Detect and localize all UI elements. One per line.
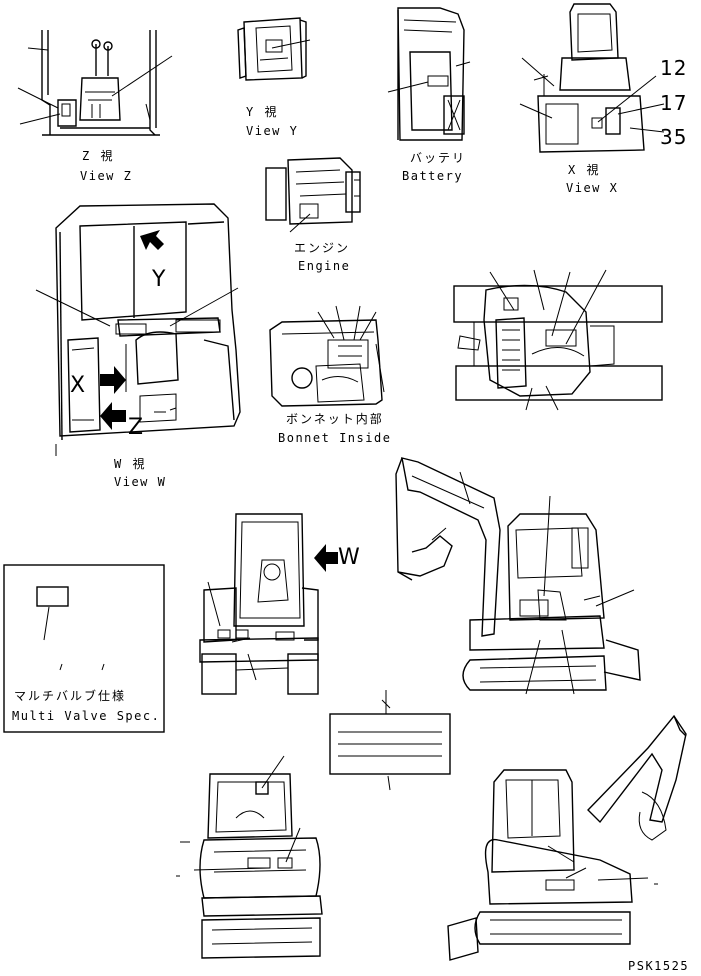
side-view-drawing — [395, 457, 641, 695]
battery-jp: バッテリ — [410, 151, 466, 165]
decal-drawing — [329, 690, 451, 791]
battery-en: Battery — [402, 169, 463, 183]
engine-jp: エンジン — [294, 241, 350, 255]
view-letter-w: W — [338, 545, 360, 570]
view-y-drawing — [237, 17, 311, 81]
view-letter-z: Z — [128, 415, 143, 440]
view-x-drawing — [519, 3, 665, 153]
view-letter-y: Y — [151, 267, 166, 292]
view-z-jp: Z 視 — [82, 148, 114, 163]
top-view-drawing — [453, 269, 663, 411]
engine-drawing — [265, 157, 361, 233]
multi-valve-jp: マルチバルブ仕様 — [14, 688, 126, 703]
arrow-y-icon — [140, 230, 164, 250]
view-w-jp: W 視 — [114, 456, 146, 471]
multi-valve-en: Multi Valve Spec. — [12, 709, 160, 723]
battery-drawing — [387, 7, 471, 141]
view-x-en: View X — [566, 181, 618, 195]
arrow-z-icon — [100, 402, 126, 430]
view-x-jp: X 視 — [568, 162, 600, 177]
front-view-drawing — [176, 755, 323, 959]
view-w-drawing — [35, 203, 241, 456]
arrow-w-icon — [314, 544, 338, 572]
multi-valve-spec-box — [3, 564, 165, 733]
view-z-drawing — [17, 30, 173, 136]
view-w-en: View W — [114, 475, 166, 489]
engine-en: Engine — [298, 259, 350, 273]
view-y-en: View Y — [246, 124, 298, 138]
side-view-2-drawing — [447, 714, 687, 961]
bonnet-inside-en: Bonnet Inside — [278, 431, 391, 445]
arrow-x-icon — [100, 366, 126, 394]
callout-35: 35 — [660, 125, 687, 149]
bonnet-inside-jp: ボンネット内部 — [286, 411, 384, 426]
callout-17: 17 — [660, 91, 687, 115]
view-z-en: View Z — [80, 169, 132, 183]
callout-12: 12 — [660, 56, 687, 80]
part-code: PSK1525 — [628, 959, 689, 973]
bonnet-inside-drawing — [269, 305, 385, 407]
rear-view-drawing — [199, 513, 319, 695]
view-letter-x: X — [70, 373, 85, 398]
view-y-jp: Y 視 — [246, 104, 278, 119]
